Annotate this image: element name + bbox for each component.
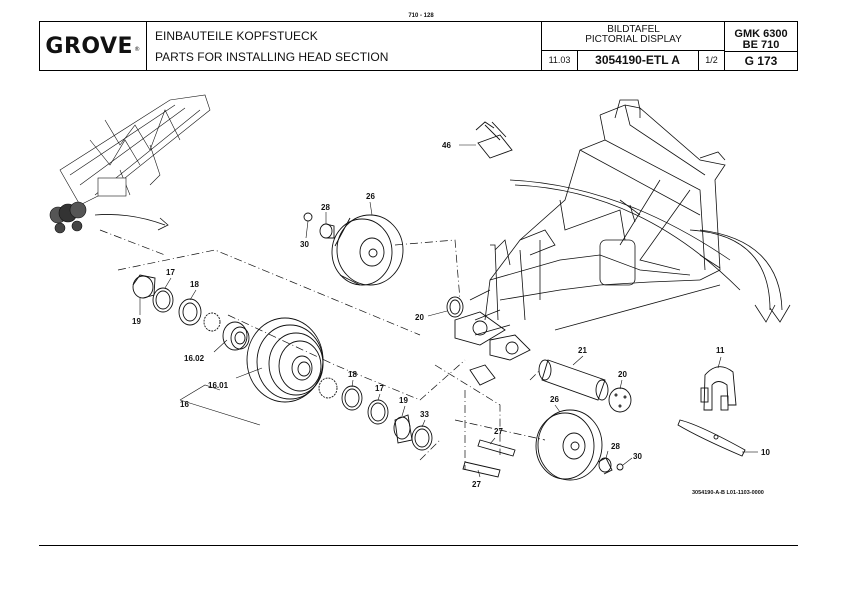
- callout-28-lower: 28: [611, 442, 620, 451]
- head-section-frame: [469, 99, 791, 336]
- callout-27-upper: 27: [494, 427, 503, 436]
- callout-26-lower: 26: [550, 395, 559, 404]
- part-20-ring-left: [446, 296, 464, 318]
- callout-28-upper: 28: [321, 203, 330, 212]
- callout-33: 33: [420, 410, 429, 419]
- assembly-lines: [99, 229, 546, 470]
- part-30-upper-clip: [303, 212, 313, 222]
- grove-logo: GROVE®: [45, 34, 140, 59]
- logo-text: GROVE: [45, 33, 134, 59]
- page-reference: 710 - 128: [408, 13, 434, 19]
- ring-set-right: [318, 377, 433, 451]
- date-field: 11.03: [542, 51, 578, 70]
- overview-boom-thumbnail: [49, 94, 211, 234]
- title-german: EINBAUTEILE KOPFSTUECK: [155, 29, 318, 43]
- exploded-parts-drawing: 46 28 26 30 17 18 19 20 16.02 16.01 16 1…: [49, 94, 791, 496]
- display-german: BILDTAFEL: [607, 24, 660, 35]
- part-16-01-sheave: [246, 317, 324, 403]
- part-10-rod: [677, 419, 746, 457]
- display-heading: BILDTAFEL PICTORIAL DISPLAY: [542, 22, 725, 51]
- part-21-sleeve: [538, 359, 609, 401]
- title-block: GROVE® EINBAUTEILE KOPFSTUECK PARTS FOR …: [39, 21, 798, 71]
- callout-27-lower: 27: [472, 480, 481, 489]
- callout-20-right: 20: [618, 370, 627, 379]
- callout-18-left: 18: [190, 280, 199, 289]
- callout-17-left: 17: [166, 268, 175, 277]
- callout-11: 11: [716, 346, 725, 355]
- callout-21: 21: [578, 346, 587, 355]
- registered-mark: ®: [134, 45, 141, 53]
- frame-bearing-plates: [454, 311, 531, 386]
- callout-16-01: 16.01: [208, 381, 229, 390]
- document-number: 3054190-ETL A: [577, 51, 699, 70]
- title-english: PARTS FOR INSTALLING HEAD SECTION: [155, 50, 389, 64]
- model-cell: GMK 6300 BE 710 G 173: [725, 22, 797, 70]
- callout-18-right: 18: [348, 370, 357, 379]
- callout-17-right: 17: [375, 384, 384, 393]
- callout-19-right: 19: [399, 396, 408, 405]
- callout-26-upper: 26: [366, 192, 375, 201]
- part-28-upper-bush: [319, 223, 335, 239]
- callout-20-left: 20: [415, 313, 424, 322]
- display-english: PICTORIAL DISPLAY: [585, 34, 682, 45]
- callout-10: 10: [761, 448, 770, 457]
- part-26-lower-sheave: [535, 409, 603, 481]
- title-cell: EINBAUTEILE KOPFSTUECK PARTS FOR INSTALL…: [147, 22, 542, 70]
- part-30-lower-clip: [616, 463, 624, 471]
- group-number: G 173: [725, 51, 797, 71]
- callout-30-lower: 30: [633, 452, 642, 461]
- part-16-02-bearing: [222, 321, 250, 351]
- drawing-id: 3054190-A-B L01-1103-0000: [692, 490, 764, 496]
- footer-rule: [39, 545, 798, 546]
- part-26-upper-sheave: [331, 214, 404, 286]
- callout-46: 46: [442, 141, 451, 150]
- ring-set-left: [132, 274, 221, 332]
- part-20-cap-right: [608, 387, 632, 413]
- part-11-bracket: [700, 366, 737, 411]
- callout-30-upper: 30: [300, 240, 309, 249]
- callout-16: 16: [180, 400, 189, 409]
- part-27-pins: [462, 439, 516, 478]
- model-variant: BE 710: [742, 39, 780, 51]
- part-28-lower-bush: [597, 457, 613, 475]
- display-cell: BILDTAFEL PICTORIAL DISPLAY 11.03 305419…: [542, 22, 725, 70]
- sheet-number: 1/2: [705, 55, 718, 65]
- leader-lines: [139, 144, 758, 478]
- part-46-pin: [475, 121, 513, 159]
- callout-labels: 46 28 26 30 17 18 19 20 16.02 16.01 16 1…: [132, 141, 770, 496]
- logo-cell: GROVE®: [40, 22, 147, 70]
- model-name: GMK 6300: [734, 28, 788, 40]
- callout-19-left: 19: [132, 317, 141, 326]
- callout-16-02: 16.02: [184, 354, 205, 363]
